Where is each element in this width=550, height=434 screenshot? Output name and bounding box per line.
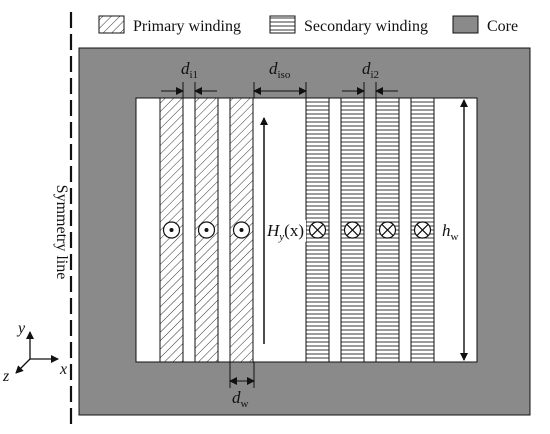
legend-core-swatch xyxy=(452,15,479,34)
field-label: Hy(x) xyxy=(266,221,304,243)
axis-z-label: z xyxy=(2,368,10,385)
legend-secondary-label: Secondary winding xyxy=(304,18,428,35)
legend-core-label: Core xyxy=(487,18,518,35)
dim-h-w: hw xyxy=(442,99,468,361)
dim-d-w: dw xyxy=(229,362,255,410)
cross-circle-icon xyxy=(378,221,397,239)
dot-circle-icon xyxy=(232,221,251,239)
legend-primary-swatch xyxy=(98,15,125,34)
axis-x-label: x xyxy=(59,361,67,378)
cross-circle-icon xyxy=(308,221,327,239)
axis-y-label: y xyxy=(16,320,26,337)
d-i1-label: di1 xyxy=(181,59,198,81)
legend-secondary-swatch xyxy=(269,15,296,34)
dim-d-i2: di2 xyxy=(342,59,398,98)
symmetry-line-label: Symmetry line xyxy=(53,185,70,280)
secondary-current-symbols xyxy=(308,221,432,239)
legend: Primary winding Secondary winding Core xyxy=(98,15,518,35)
primary-current-symbols xyxy=(162,221,251,239)
d-iso-label: diso xyxy=(269,59,291,81)
coordinate-axes: y x z xyxy=(2,320,67,385)
dim-d-iso: diso xyxy=(253,59,307,98)
h-w-label: hw xyxy=(442,221,459,243)
dot-circle-icon xyxy=(197,221,216,239)
z-axis xyxy=(15,358,31,374)
cross-circle-icon xyxy=(343,221,362,239)
d-i2-label: di2 xyxy=(362,59,379,81)
dim-d-i1: di1 xyxy=(161,59,217,98)
d-w-label: dw xyxy=(232,388,249,410)
legend-primary-label: Primary winding xyxy=(133,18,241,35)
field-arrow: Hy(x) xyxy=(260,117,306,344)
dot-circle-icon xyxy=(162,221,181,239)
cross-circle-icon xyxy=(413,221,432,239)
